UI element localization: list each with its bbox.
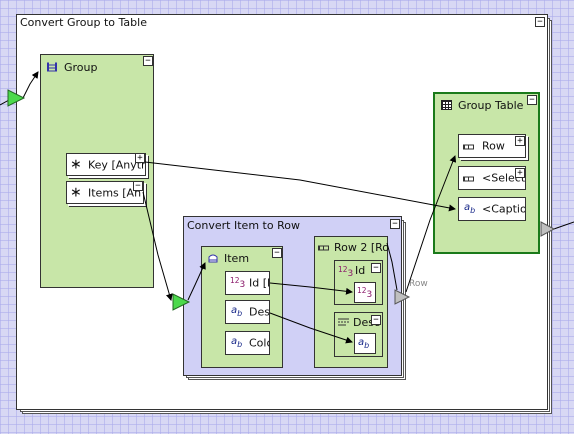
row2-id-label: Id (355, 264, 366, 277)
wire-id-to-id[interactable] (269, 282, 353, 295)
group-table-caption-label: <Caption (482, 202, 525, 216)
convert-item-title: Convert Item to Row (187, 219, 300, 232)
wire-key-to-caption[interactable] (144, 161, 456, 212)
table-icon (441, 100, 452, 112)
row-icon (463, 173, 474, 184)
item-id-label: Id [N (249, 276, 269, 290)
group-icon (47, 62, 57, 74)
wire-port-to-row[interactable] (405, 155, 457, 293)
group-table-caption-field[interactable]: ab <Caption (458, 197, 526, 221)
row2-id-collapse-button[interactable]: − (371, 263, 381, 273)
item-node-title: Item (224, 252, 250, 265)
select-expand-button[interactable]: + (515, 168, 525, 178)
item-color-field[interactable]: ab Colo (225, 331, 270, 355)
row-icon (463, 141, 474, 152)
row2-desc-collapse-button[interactable]: − (371, 315, 381, 325)
row2-node-title: Row 2 [Ro (334, 241, 388, 254)
group-collapse-button[interactable]: − (143, 56, 153, 66)
item-desc-label: Desc (249, 305, 270, 319)
outer-panel-title: Convert Group to Table (20, 16, 147, 29)
group-items-field[interactable]: ∗ Items [An − (66, 181, 144, 204)
items-collapse-button[interactable]: − (133, 182, 143, 191)
wire-port-to-item[interactable] (187, 262, 206, 301)
outer-collapse-button[interactable]: − (535, 17, 545, 27)
row-icon (318, 242, 329, 253)
group-key-field[interactable]: ∗ Key [Anyth + (66, 153, 146, 176)
asterisk-icon: ∗ (70, 184, 82, 200)
numeric-icon: 123 (230, 276, 246, 290)
group-table-select-label: <Select (482, 171, 526, 185)
row2-id-box[interactable]: 123 Id − 123 (334, 260, 383, 305)
row-output-label: Row (409, 279, 428, 289)
row-expand-button[interactable]: + (515, 136, 525, 146)
text-lines-icon (338, 318, 349, 326)
convert-item-input-port[interactable] (172, 293, 191, 311)
group-table-collapse-button[interactable]: − (527, 95, 537, 105)
text-icon: ab (464, 202, 476, 215)
group-node[interactable]: Group − (40, 54, 154, 288)
wire-row2-to-port[interactable] (386, 242, 398, 291)
wire-input-to-group (22, 71, 39, 99)
row2-desc-value-slot[interactable]: ab (354, 333, 376, 354)
item-desc-field[interactable]: ab Desc (225, 300, 270, 324)
item-icon (208, 254, 218, 263)
group-items-label: Items [An (88, 186, 142, 199)
convert-item-collapse-button[interactable]: − (390, 219, 400, 229)
key-expand-button[interactable]: + (135, 154, 145, 163)
numeric-icon: 123 (338, 265, 354, 279)
convert-item-output-port[interactable] (394, 289, 411, 305)
group-table-output-port[interactable] (540, 221, 556, 237)
item-collapse-button[interactable]: − (272, 248, 282, 258)
wire-items-to-port[interactable] (142, 191, 173, 301)
item-color-label: Colo (249, 336, 269, 350)
text-icon: ab (358, 336, 370, 350)
group-input-port[interactable] (7, 89, 26, 107)
text-icon: ab (231, 336, 243, 349)
asterisk-icon: ∗ (70, 156, 82, 172)
text-icon: ab (231, 305, 243, 318)
group-table-row-label: Row (482, 139, 505, 153)
item-id-field[interactable]: 123 Id [N (225, 271, 270, 295)
row2-id-value-slot[interactable]: 123 (354, 282, 376, 303)
group-table-row-field[interactable]: Row + (458, 134, 526, 158)
wire-desc-to-desc[interactable] (269, 312, 353, 344)
group-table-select-field[interactable]: <Select + (458, 166, 526, 190)
group-table-title: Group Table (458, 99, 524, 112)
row2-desc-box[interactable]: Desc − ab (334, 312, 383, 357)
output-wire-right (550, 221, 574, 231)
group-key-label: Key [Anyth (88, 158, 146, 171)
numeric-icon: 123 (357, 285, 373, 300)
group-node-title: Group (64, 61, 98, 74)
